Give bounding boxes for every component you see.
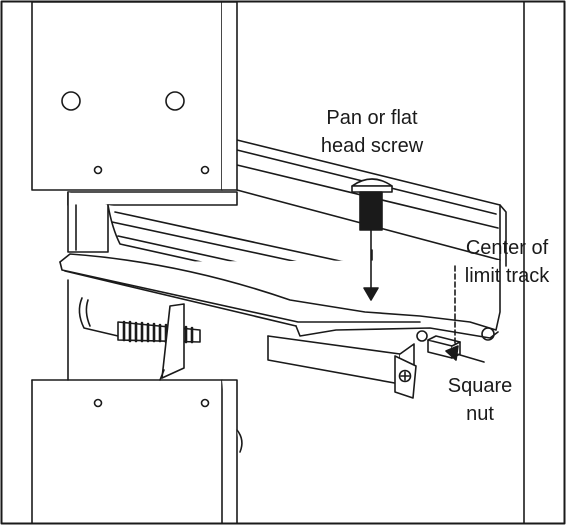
upper-door-panel [31,1,238,191]
door-edge-shelf [67,191,238,253]
track-hole [416,330,428,342]
screw-arrow [363,229,379,301]
panel-hole-top-left [61,91,81,111]
panel-hole-top-right [165,91,185,111]
center-label-line2: limit track [465,265,550,287]
nut-label-line2: nut [466,403,494,425]
lower-door-panel [31,279,243,524]
nut-label-line1: Square [448,375,513,397]
nut-arrow [445,345,485,363]
panel-rivet-right [200,165,210,175]
spring-latch [78,297,201,381]
lower-rivet-right [200,398,210,408]
screw-label-line1: Pan or flat [326,107,418,129]
screw-label-line2: head screw [321,135,424,157]
center-label-line1: Center of [466,237,549,259]
panel-rivet-left [93,165,103,175]
limit-track [59,204,501,341]
lower-rivet-left [93,398,103,408]
track-mount [267,335,417,399]
screw [351,178,393,231]
